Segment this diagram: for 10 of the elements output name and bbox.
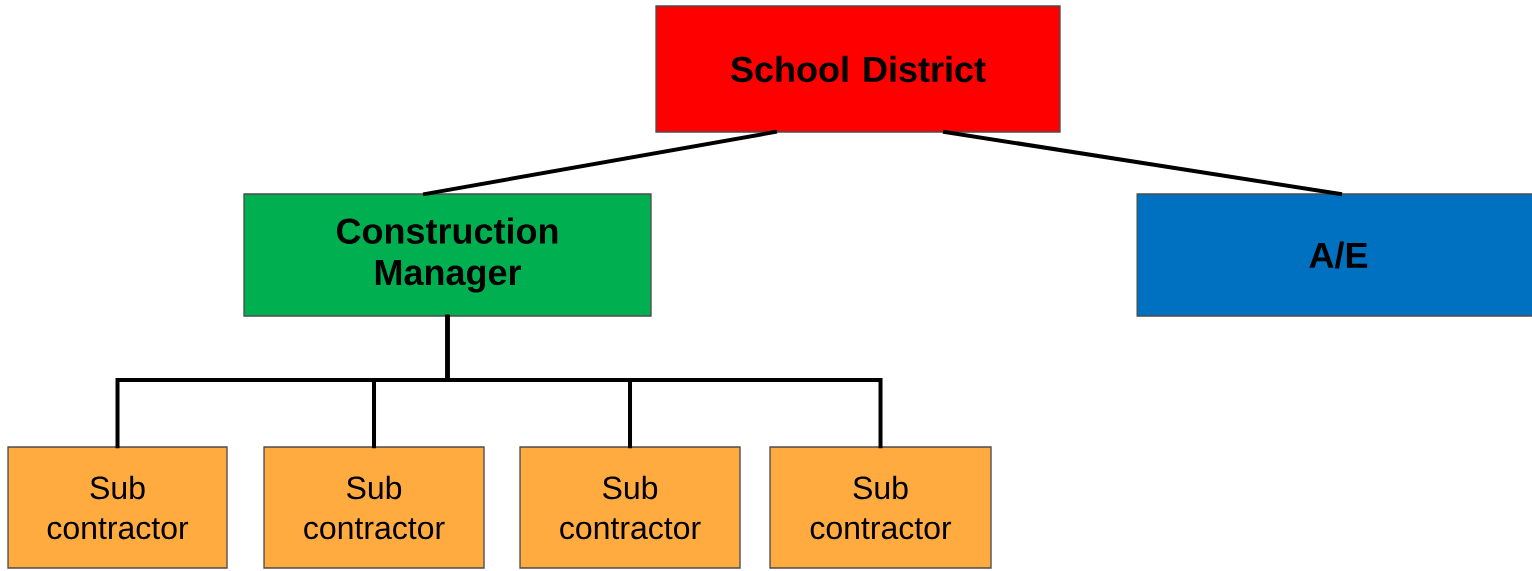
org-box: Sub contractor (769, 446, 992, 569)
connector-line (445, 314, 883, 449)
connector-line (943, 130, 1342, 196)
org-box: School District (655, 5, 1061, 133)
org-box: Sub contractor (519, 446, 741, 569)
org-box: Sub contractor (263, 446, 485, 569)
connector-line (423, 130, 777, 196)
org-box: A/E (1136, 193, 1532, 317)
org-box: Sub contractor (7, 446, 228, 569)
org-box: Construction Manager (243, 193, 652, 317)
